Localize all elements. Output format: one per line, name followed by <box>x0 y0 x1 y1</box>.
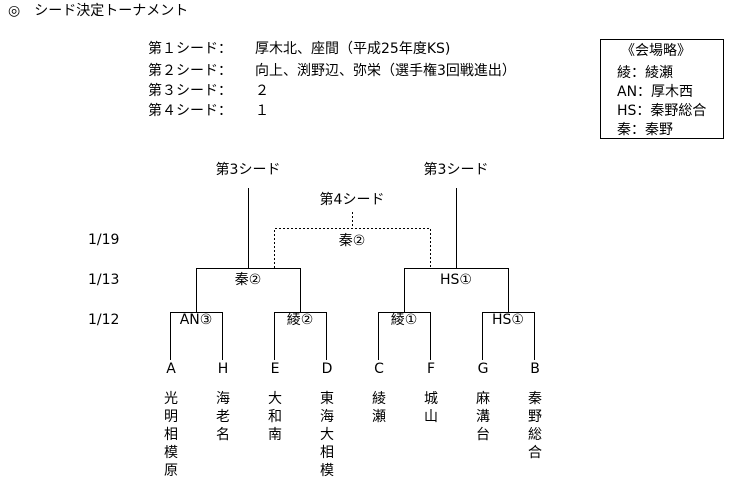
venue-legend: 《会場略》 綾：綾瀬 AN：厚木西 HS：秦野総合 秦：秦野 <box>600 39 724 139</box>
seed-1-value: 厚木北、座間（平成25年度KS) <box>255 41 451 57</box>
seed4-tag: 第4シード <box>319 192 385 208</box>
legend-title: 《会場略》 <box>621 43 691 59</box>
legend-item-aya: 綾：綾瀬 <box>617 65 673 81</box>
date-semi: 1/13 <box>88 272 120 288</box>
page-title: ◎ シード決定トーナメント <box>8 3 189 19</box>
seed-3-label: 第３シード： <box>148 83 232 99</box>
semi-left-venue: 秦② <box>234 272 262 288</box>
team-name-E: 大和南 <box>268 391 282 443</box>
r1-venue-2: 綾② <box>286 312 314 328</box>
r1-line-G-B <box>482 312 535 360</box>
legend-item-hata: 秦：秦野 <box>617 122 673 138</box>
r1-line-C-F <box>378 312 431 360</box>
team-name-G: 麻溝台 <box>476 391 490 443</box>
team-name-C: 綾瀬 <box>372 391 386 425</box>
final-dotted-line <box>274 228 431 268</box>
r1-line-E-D <box>274 312 327 360</box>
final-venue: 秦② <box>338 233 366 249</box>
legend-item-hs: HS：秦野総合 <box>617 103 707 119</box>
seed-2-label: 第２シード： <box>148 63 232 79</box>
r1-line-A-H <box>170 312 223 360</box>
seed-3-value: ２ <box>255 83 269 99</box>
legend-item-an: AN：厚木西 <box>617 84 694 100</box>
team-name-B: 秦野総合 <box>528 391 542 461</box>
seed3-left-tag: 第3シード <box>215 162 281 178</box>
seed-1-label: 第１シード： <box>148 41 232 57</box>
seed-2-value: 向上、渕野辺、弥栄（選手権3回戦進出） <box>255 63 516 79</box>
team-letter-C: C <box>374 361 384 377</box>
team-name-D: 東海大相模 <box>320 391 334 479</box>
r1-venue-4: HS① <box>492 312 524 328</box>
team-letter-D: D <box>321 361 333 377</box>
seed-4-value: １ <box>255 103 269 119</box>
r1-venue-1: AN③ <box>179 312 213 328</box>
semi-line-left <box>196 268 301 312</box>
team-letter-G: G <box>477 361 489 377</box>
semi-right-venue: HS① <box>440 272 472 288</box>
team-letter-H: H <box>217 361 229 377</box>
team-letter-F: F <box>426 361 436 377</box>
date-first-round: 1/12 <box>88 312 120 328</box>
date-final: 1/19 <box>88 232 120 248</box>
team-name-A: 光明相模原 <box>164 391 178 479</box>
seed3-right-tag: 第3シード <box>423 162 489 178</box>
team-letter-E: E <box>270 361 280 377</box>
team-letter-A: A <box>166 361 176 377</box>
team-letter-B: B <box>530 361 540 377</box>
semi-line-right <box>404 268 509 312</box>
team-name-H: 海老名 <box>216 391 230 443</box>
r1-venue-3: 綾① <box>390 312 418 328</box>
team-name-F: 城山 <box>424 391 438 425</box>
seed-4-label: 第４シード： <box>148 103 232 119</box>
